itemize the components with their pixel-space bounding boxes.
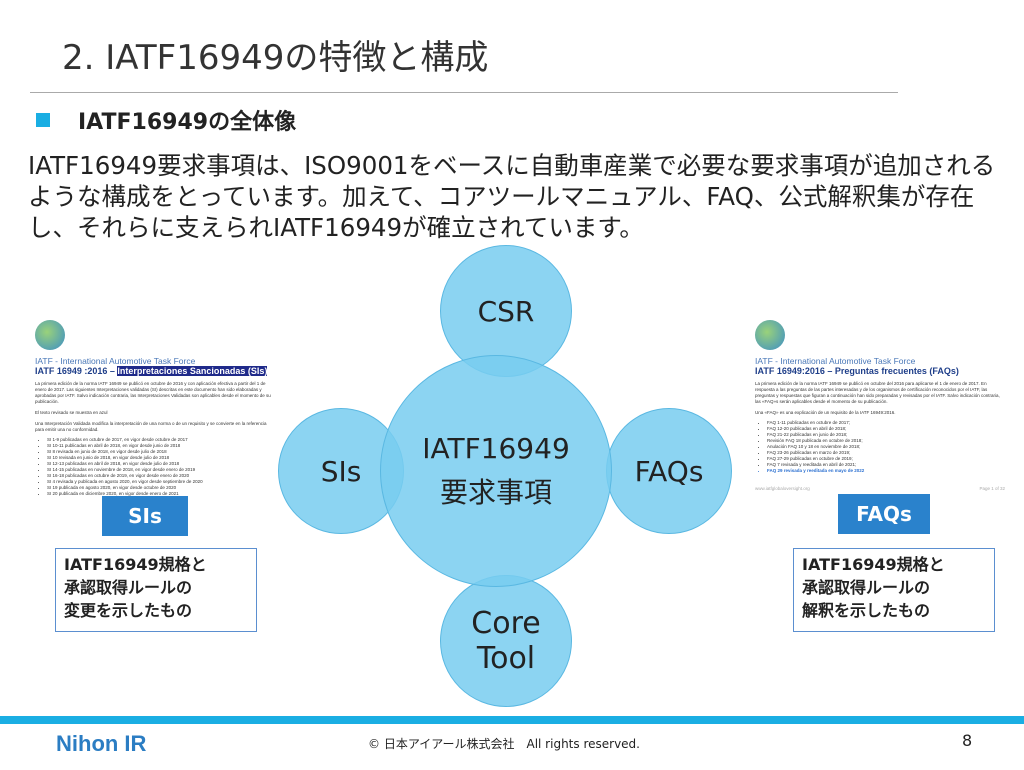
center-line: IATF16949 (422, 432, 570, 465)
doc-heading-b: Interpretaciones Sancionadas (SIs) (117, 366, 268, 376)
doc-heading: IATF 16949 :2016 – Interpretaciones Sanc… (35, 366, 275, 376)
doc-para: La primera edición de la norma IATF 1694… (35, 381, 271, 404)
iatf-requirements-circle: IATF16949 要求事項 (380, 355, 612, 587)
doc-para: La primera edición de la norma IATF 1694… (755, 381, 1000, 404)
caption-line: IATF16949規格と (802, 555, 945, 574)
doc-list-item: Anulación FAQ 10 y 18 en noviembre de 20… (767, 444, 1005, 450)
footer-bar (0, 716, 1024, 724)
iatf-logo-icon (35, 320, 65, 350)
body-text: IATF16949要求事項は、ISO9001をベースに自動車産業で必要な要求事項… (28, 151, 996, 242)
doc-heading-a: IATF 16949 :2016 – (35, 366, 118, 376)
caption-line: IATF16949規格と (64, 555, 207, 574)
page-number: 8 (962, 731, 973, 750)
copyright: © 日本アイアール株式会社 All rights reserved. (368, 737, 640, 751)
doc-list-item: SI 1-9 publicadas en octubre de 2017, en… (47, 437, 275, 443)
doc-list-item: FAQ 12-20 publicadas en abril de 2018; (767, 426, 1005, 432)
sis-caption: IATF16949規格と 承認取得ルールの 変更を示したもの (55, 548, 257, 632)
doc-heading: IATF 16949:2016 – Preguntas frecuentes (… (755, 366, 959, 376)
doc-list-item: FAQ 27-29 publicadas en octubre de 2019; (767, 456, 1005, 462)
sis-document-thumbnail: IATF - International Automotive Task For… (35, 320, 275, 497)
doc-org: IATF - International Automotive Task For… (755, 356, 916, 366)
nihon-ir-logo: Nihon IR (56, 731, 147, 756)
doc-list-item: SI 8 revisada en junio de 2018, en vigor… (47, 449, 275, 455)
doc-list-item: SI 16-18 publicadas en octubre de 2019, … (47, 473, 275, 479)
doc-para: Una «FAQ» es una explicación de un requi… (755, 410, 896, 415)
doc-list-item: FAQ 7 revisada y reeditada en abril de 2… (767, 462, 1005, 468)
doc-para: Una Interpretación Validada modifica la … (35, 421, 267, 432)
doc-list-item: SI 19 publicada en agosto 2020, en vigor… (47, 485, 275, 491)
caption-line: 解釈を示したもの (802, 601, 931, 620)
doc-site: www.iatfglobaloversight.org (755, 486, 810, 491)
center-line: 要求事項 (439, 476, 552, 509)
doc-list: SI 1-9 publicadas en octubre de 2017, en… (47, 437, 275, 497)
doc-list-item: FAQ 29 revisada y reeditada en mayo de 2… (767, 468, 1005, 474)
doc-list-item: SI 20 publicada en diciembre 2020, en vi… (47, 491, 275, 497)
doc-list-item: FAQ 21-22 publicadas en junio de 2018; (767, 432, 1005, 438)
doc-pageinfo: Page 1 of 32 (979, 486, 1005, 491)
doc-para: El texto revisado se muestra en azul (35, 410, 108, 415)
slide-title: 2. IATF16949の特徴と構成 (62, 38, 489, 78)
doc-list-item: FAQ 23-26 publicadas en marzo de 2019; (767, 450, 1005, 456)
doc-list-item: SI 10-11 publicadas en abril de 2018, en… (47, 443, 275, 449)
doc-list-item: FAQ 1-11 publicadas en octubre de 2017; (767, 420, 1005, 426)
title-divider (30, 92, 898, 93)
doc-list: FAQ 1-11 publicadas en octubre de 2017;F… (767, 420, 1005, 474)
square-bullet-icon (36, 113, 50, 127)
faqs-label: FAQs (838, 494, 930, 534)
doc-list-item: SI 14-15 publicadas en noviembre de 2018… (47, 467, 275, 473)
faqs-document-thumbnail: IATF - International Automotive Task For… (755, 320, 1005, 491)
faqs-caption: IATF16949規格と 承認取得ルールの 解釈を示したもの (793, 548, 995, 632)
doc-list-item: SI 4 revisada y publicada en agosto 2020… (47, 479, 275, 485)
sis-label: SIs (102, 496, 188, 536)
caption-line: 承認取得ルールの (802, 578, 931, 597)
iatf-logo-icon (755, 320, 785, 350)
core-tool-circle: Core Tool (440, 575, 572, 707)
faqs-circle: FAQs (606, 408, 732, 534)
caption-line: 変更を示したもの (64, 601, 193, 620)
doc-list-item: Revisión FAQ 18 publicada en octubre de … (767, 438, 1005, 444)
doc-list-item: SI 12-13 publicadas en abril de 2018, en… (47, 461, 275, 467)
doc-org: IATF - International Automotive Task For… (35, 356, 196, 366)
section-heading: IATF16949の全体像 (78, 110, 297, 135)
doc-list-item: SI 10 revisada en junio de 2018, en vigo… (47, 455, 275, 461)
caption-line: 承認取得ルールの (64, 578, 193, 597)
